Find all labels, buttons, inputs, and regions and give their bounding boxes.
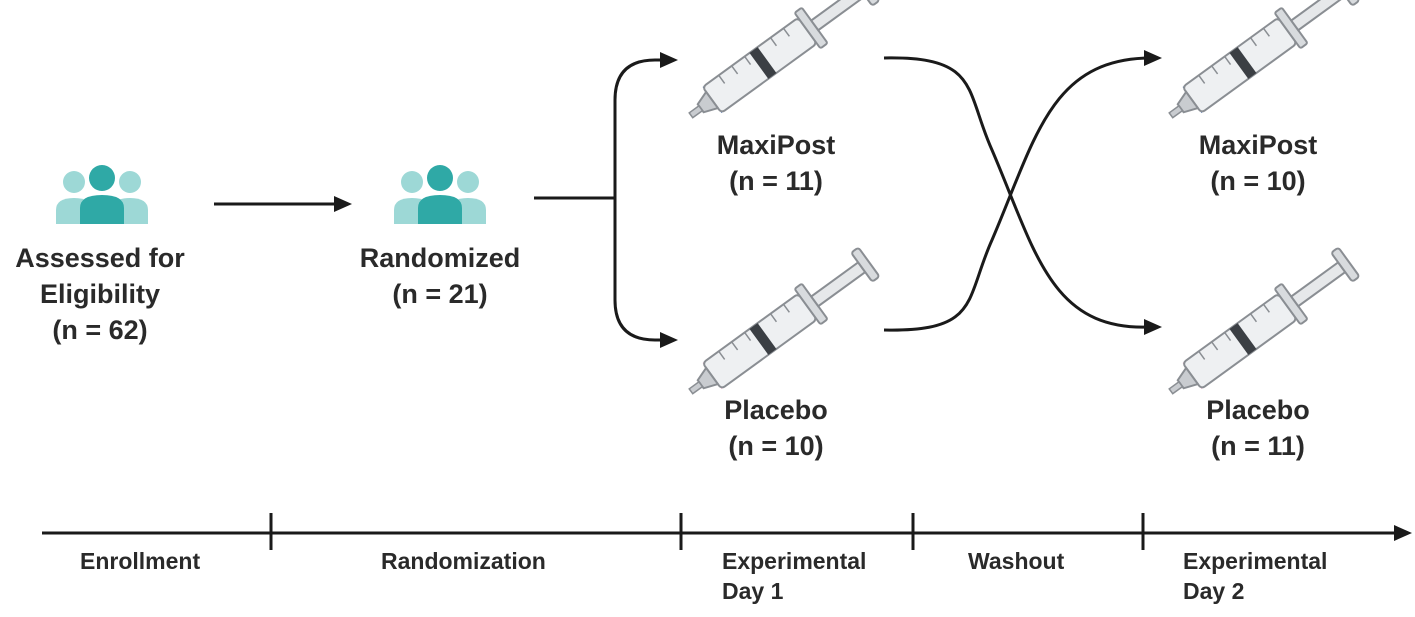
day1-maxipost-syringe-icon [677,0,883,135]
crossover-arrows [883,50,1162,335]
randomized-count: (n = 21) [392,279,488,309]
day1-placebo-name: Placebo [724,395,828,425]
day2-placebo-name: Placebo [1206,395,1310,425]
assessed-count: (n = 62) [52,315,148,345]
randomized-label: Randomized (n = 21) [340,240,540,312]
assessed-people-group-icon [56,165,148,224]
randomized-line1: Randomized [359,243,521,273]
assessed-label: Assessed for Eligibility (n = 62) [0,240,200,348]
day2-placebo-syringe-icon [1157,243,1363,411]
day1-placebo-syringe-icon [677,243,883,411]
randomized-people-group-icon [394,165,486,224]
day1-maxipost-label: MaxiPost (n = 11) [676,127,876,199]
phase-randomization: Randomization [381,548,546,574]
phase-day2-line2: Day 2 [1183,578,1245,604]
day1-placebo-label: Placebo (n = 10) [676,392,876,464]
randomization-split-arrows [534,52,678,348]
day1-placebo-count: (n = 10) [728,431,824,461]
phase-enrollment: Enrollment [80,548,201,574]
phase-experimental-day1: Experimental Day 1 [722,546,866,606]
phase-washout: Washout [968,548,1065,574]
day2-maxipost-name: MaxiPost [1198,130,1318,160]
arrow-assessed-to-randomized [214,196,352,212]
timeline-axis [42,513,1412,550]
day2-placebo-label: Placebo (n = 11) [1158,392,1358,464]
day2-placebo-count: (n = 11) [1211,431,1305,461]
day1-maxipost-count: (n = 11) [729,166,823,196]
assessed-line1: Assessed for [15,243,185,273]
day2-maxipost-label: MaxiPost (n = 10) [1158,127,1358,199]
phase-day2-line1: Experimental [1183,548,1328,574]
assessed-line2: Eligibility [39,279,160,309]
day2-maxipost-syringe-icon [1157,0,1363,135]
phase-day1-line1: Experimental [722,548,867,574]
day2-maxipost-count: (n = 10) [1210,166,1306,196]
day1-maxipost-name: MaxiPost [716,130,836,160]
phase-day1-line2: Day 1 [722,578,784,604]
phase-experimental-day2: Experimental Day 2 [1183,546,1327,606]
